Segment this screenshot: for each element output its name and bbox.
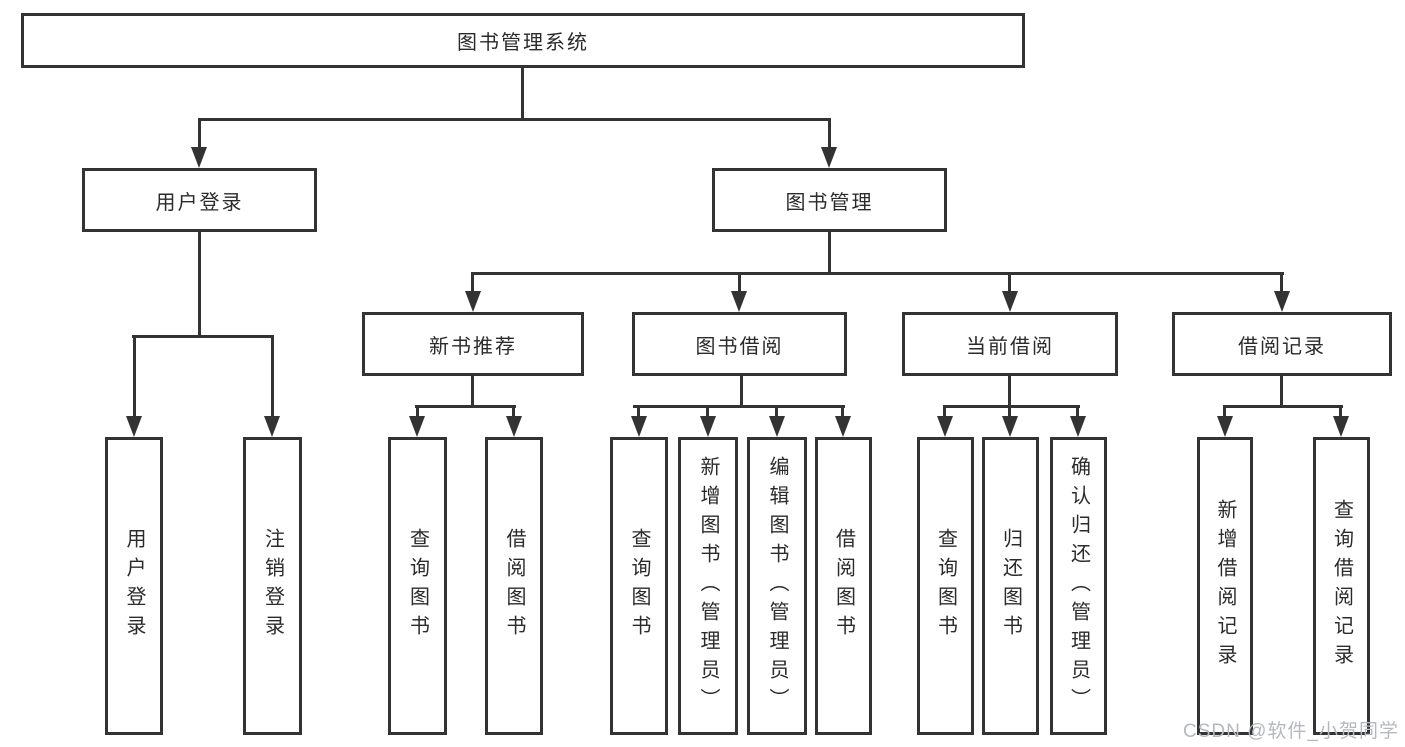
- leaf-record-query-record: 查询借阅记录: [1313, 437, 1370, 735]
- connector-line: [132, 335, 274, 338]
- arrow-down-icon: [1217, 416, 1233, 437]
- connector-line: [1223, 405, 1343, 408]
- leaf-label: 用户登录: [123, 528, 145, 644]
- connector-line: [633, 405, 845, 408]
- connector-line: [198, 120, 201, 150]
- connector-line: [828, 120, 831, 150]
- leaf-label: 查询借阅记录: [1330, 499, 1353, 673]
- arrow-down-icon: [1002, 416, 1018, 437]
- node-user-login: 用户登录: [82, 168, 317, 232]
- arrow-down-icon: [821, 147, 837, 168]
- arrow-down-icon: [126, 416, 142, 437]
- arrow-down-icon: [1274, 291, 1290, 312]
- connector-line: [1076, 407, 1079, 419]
- connector-line: [133, 337, 136, 419]
- arrow-down-icon: [506, 416, 522, 437]
- leaf-newbook-query-books: 查询图书: [388, 437, 447, 735]
- leaf-borrow-query-books: 查询图书: [610, 437, 668, 735]
- arrow-down-icon: [409, 416, 425, 437]
- node-book-borrow: 图书借阅: [632, 312, 847, 376]
- leaf-borrow-borrow-books: 借阅图书: [815, 437, 872, 735]
- connector-line: [1223, 407, 1226, 419]
- arrow-down-icon: [937, 416, 953, 437]
- connector-line: [415, 405, 516, 408]
- connector-line: [738, 274, 741, 294]
- connector-line: [775, 407, 778, 419]
- node-root: 图书管理系统: [21, 13, 1025, 68]
- leaf-record-add-record: 新增借阅记录: [1197, 437, 1253, 735]
- connector-line: [1008, 274, 1011, 294]
- arrow-down-icon: [731, 291, 747, 312]
- leaf-logout: 注销登录: [243, 437, 302, 735]
- connector-line: [1008, 376, 1011, 407]
- leaf-label: 查询图书: [628, 528, 650, 644]
- leaf-user-login: 用户登录: [105, 437, 163, 735]
- leaf-label: 归还图书: [999, 528, 1022, 644]
- leaf-newbook-borrow-books: 借阅图书: [485, 437, 543, 735]
- arrow-down-icon: [264, 416, 280, 437]
- connector-line: [841, 407, 844, 419]
- connector-line: [198, 232, 201, 337]
- leaf-current-return-books: 归还图书: [982, 437, 1039, 735]
- node-book-management: 图书管理: [712, 168, 947, 232]
- arrow-down-icon: [1333, 416, 1349, 437]
- node-current-borrow: 当前借阅: [902, 312, 1118, 376]
- leaf-label: 注销登录: [261, 528, 284, 644]
- leaf-label: 借阅图书: [503, 528, 525, 644]
- node-new-book-recommend: 新书推荐: [362, 312, 584, 376]
- connector-line: [416, 407, 419, 419]
- connector-line: [521, 68, 524, 120]
- arrow-down-icon: [835, 416, 851, 437]
- connector-line: [1008, 407, 1011, 419]
- connector-line: [740, 376, 743, 407]
- arrow-down-icon: [700, 416, 716, 437]
- arrow-down-icon: [465, 291, 481, 312]
- leaf-label: 编辑图书（管理员）: [766, 455, 788, 717]
- leaf-current-query-books: 查询图书: [917, 437, 974, 735]
- node-borrow-record: 借阅记录: [1172, 312, 1392, 376]
- connector-line: [471, 272, 1284, 275]
- arrow-down-icon: [1070, 416, 1086, 437]
- leaf-borrow-edit-books-admin: 编辑图书（管理员）: [747, 437, 807, 735]
- arrow-down-icon: [631, 416, 647, 437]
- connector-line: [706, 407, 709, 419]
- connector-line: [471, 376, 474, 407]
- leaf-label: 查询图书: [934, 528, 957, 644]
- connector-line: [1339, 407, 1342, 419]
- leaf-current-confirm-return-admin: 确认归还（管理员）: [1050, 437, 1107, 735]
- connector-line: [943, 405, 1080, 408]
- leaf-label: 新增图书（管理员）: [697, 455, 719, 717]
- connector-line: [1280, 274, 1283, 294]
- leaf-label: 新增借阅记录: [1214, 499, 1236, 673]
- connector-line: [943, 407, 946, 419]
- connector-line: [512, 407, 515, 419]
- arrow-down-icon: [1002, 291, 1018, 312]
- arrow-down-icon: [191, 147, 207, 168]
- connector-line: [1280, 376, 1283, 407]
- leaf-label: 借阅图书: [832, 528, 855, 644]
- connector-line: [271, 337, 274, 419]
- leaf-borrow-add-books-admin: 新增图书（管理员）: [678, 437, 738, 735]
- leaf-label: 确认归还（管理员）: [1067, 455, 1090, 717]
- csdn-watermark: CSDN @软件_小贺同学: [1183, 721, 1399, 742]
- connector-line: [637, 407, 640, 419]
- arrow-down-icon: [769, 416, 785, 437]
- connector-line: [828, 232, 831, 274]
- connector-line: [198, 118, 831, 121]
- leaf-label: 查询图书: [406, 528, 429, 644]
- connector-line: [471, 274, 474, 294]
